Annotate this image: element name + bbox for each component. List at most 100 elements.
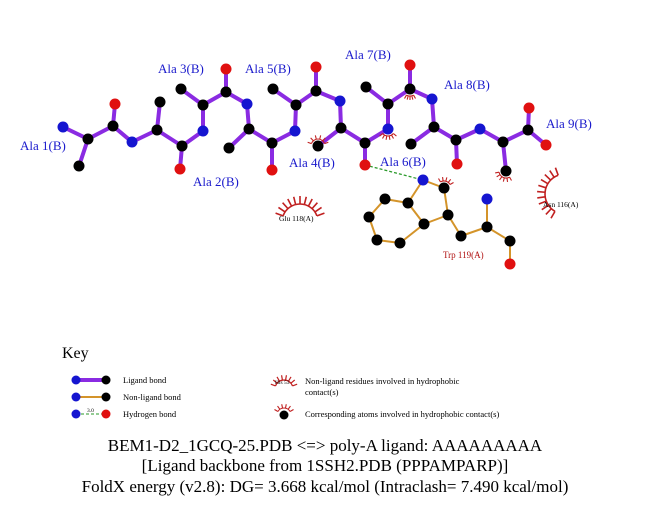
atom-arc-ala7 bbox=[379, 133, 397, 140]
oxygen-atom bbox=[266, 164, 278, 176]
key-non-ligand-hydrophobic-line2: contact(s) bbox=[305, 387, 339, 397]
arc-spoke bbox=[404, 94, 407, 99]
carbon-atom bbox=[504, 235, 516, 247]
arc-spoke bbox=[282, 202, 289, 210]
carbon-atom bbox=[197, 99, 209, 111]
carbon-atom bbox=[418, 218, 430, 230]
residue-label-ala8: Ala 8(B) bbox=[444, 77, 490, 92]
arc-curve bbox=[282, 203, 318, 217]
arc-spoke bbox=[506, 177, 509, 182]
arc-curve bbox=[310, 138, 326, 144]
carbon-atom bbox=[450, 134, 462, 146]
arc-spoke bbox=[290, 379, 296, 384]
nitrogen-atom-icon bbox=[71, 409, 81, 419]
carbon-atom bbox=[335, 122, 347, 134]
nitrogen-atom-icon bbox=[71, 392, 81, 402]
arc-spoke bbox=[311, 202, 318, 210]
carbon-atom-icon bbox=[279, 410, 289, 420]
arc-spoke bbox=[382, 134, 385, 139]
nitrogen-atom bbox=[481, 193, 493, 205]
hydrophobic-arcs bbox=[275, 94, 559, 219]
arc-spoke bbox=[544, 173, 552, 181]
arc-curve bbox=[440, 180, 451, 185]
carbon-atom bbox=[382, 98, 394, 110]
carbon-atom bbox=[82, 133, 94, 145]
arc-spoke bbox=[314, 135, 317, 140]
nitrogen-atom bbox=[126, 136, 138, 148]
arc-spoke bbox=[545, 208, 552, 216]
arc-spoke bbox=[287, 198, 293, 207]
arc-spoke bbox=[406, 95, 409, 100]
residue-label-ala1: Ala 1(B) bbox=[20, 138, 66, 153]
carbon-atom bbox=[154, 96, 166, 108]
nitrogen-atom bbox=[57, 121, 69, 133]
carbon-atom bbox=[363, 211, 375, 223]
carbon-atom bbox=[442, 209, 454, 221]
key-corresponding-atoms: Corresponding atoms involved in hydropho… bbox=[274, 404, 499, 420]
carbon-atom bbox=[151, 124, 163, 136]
carbon-atom bbox=[176, 140, 188, 152]
arc-spoke bbox=[537, 195, 546, 199]
carbon-atom bbox=[310, 85, 322, 97]
nitrogen-atom bbox=[382, 123, 394, 135]
oxygen-atom bbox=[310, 61, 322, 73]
arc-spoke bbox=[281, 404, 284, 409]
residue-label-ala3: Ala 3(B) bbox=[158, 61, 204, 76]
oxygen-atom bbox=[451, 158, 463, 170]
hydrophobic-arc-glu118 bbox=[275, 196, 325, 217]
residue-label-ala2: Ala 2(B) bbox=[193, 174, 239, 189]
residue-label-ala6: Ala 6(B) bbox=[380, 154, 426, 169]
arc-spoke bbox=[275, 212, 284, 217]
carbon-atom bbox=[371, 234, 383, 246]
carbon-atom bbox=[220, 86, 232, 98]
atom-arc-ala7-c bbox=[404, 94, 416, 100]
carbon-atom bbox=[438, 182, 450, 194]
oxygen-atom bbox=[523, 102, 535, 114]
arc-spoke bbox=[413, 94, 416, 99]
key-hydrogen-bond: 3.0 Hydrogen bond bbox=[71, 408, 177, 419]
arc-spoke bbox=[438, 178, 441, 183]
carbon-atom bbox=[175, 83, 187, 95]
carbon-atom bbox=[73, 160, 85, 172]
key-title: Key bbox=[62, 345, 89, 362]
key-ligand-bond: Ligand bond bbox=[71, 375, 167, 385]
arc-spoke bbox=[540, 178, 549, 185]
carbon-atom bbox=[379, 193, 391, 205]
arc-curve bbox=[498, 172, 510, 179]
carbon-atom bbox=[500, 165, 512, 177]
carbon-atom bbox=[223, 142, 235, 154]
carbon-atom bbox=[428, 121, 440, 133]
arc-curve bbox=[382, 133, 394, 137]
carbon-atom bbox=[290, 99, 302, 111]
residue-label-trp119: Trp 119(A) bbox=[443, 250, 484, 260]
atom-arc-ala9 bbox=[495, 171, 512, 182]
oxygen-atom-icon bbox=[101, 409, 111, 419]
arc-curve bbox=[277, 407, 291, 412]
carbon-atom bbox=[522, 124, 534, 136]
arc-spoke bbox=[289, 409, 294, 412]
key-corresponding-atoms-label: Corresponding atoms involved in hydropho… bbox=[305, 409, 499, 419]
arc-spoke bbox=[270, 383, 276, 387]
oxygen-atom bbox=[109, 98, 121, 110]
arc-spoke bbox=[393, 133, 397, 137]
residue-label-glu118: Glu 118(A) bbox=[279, 214, 314, 223]
residue-label-asn116: Asn 116(A) bbox=[543, 200, 579, 209]
arc-spoke bbox=[322, 137, 326, 142]
residue-label-ala4: Ala 4(B) bbox=[289, 155, 335, 170]
arc-curve bbox=[544, 174, 559, 213]
arc-spoke bbox=[391, 134, 394, 139]
arc-spoke bbox=[292, 383, 298, 387]
arc-spoke bbox=[499, 176, 503, 181]
caption-line2: [Ligand backbone from 1SSH2.PDB (PPPAMPA… bbox=[142, 456, 509, 475]
carbon-atom bbox=[402, 197, 414, 209]
arc-spoke bbox=[554, 167, 559, 176]
residue-label-ala5: Ala 5(B) bbox=[245, 61, 291, 76]
arc-spoke bbox=[411, 95, 414, 100]
key-hydrophobic-residue: His 53 Non-ligand residues involved in h… bbox=[270, 375, 460, 397]
carbon-atom bbox=[455, 230, 467, 242]
arc-spoke bbox=[284, 375, 288, 381]
nitrogen-atom bbox=[334, 95, 346, 107]
arc-spoke bbox=[385, 135, 388, 140]
key-non-ligand-hydrophobic-line1: Non-ligand residues involved in hydropho… bbox=[305, 376, 460, 386]
